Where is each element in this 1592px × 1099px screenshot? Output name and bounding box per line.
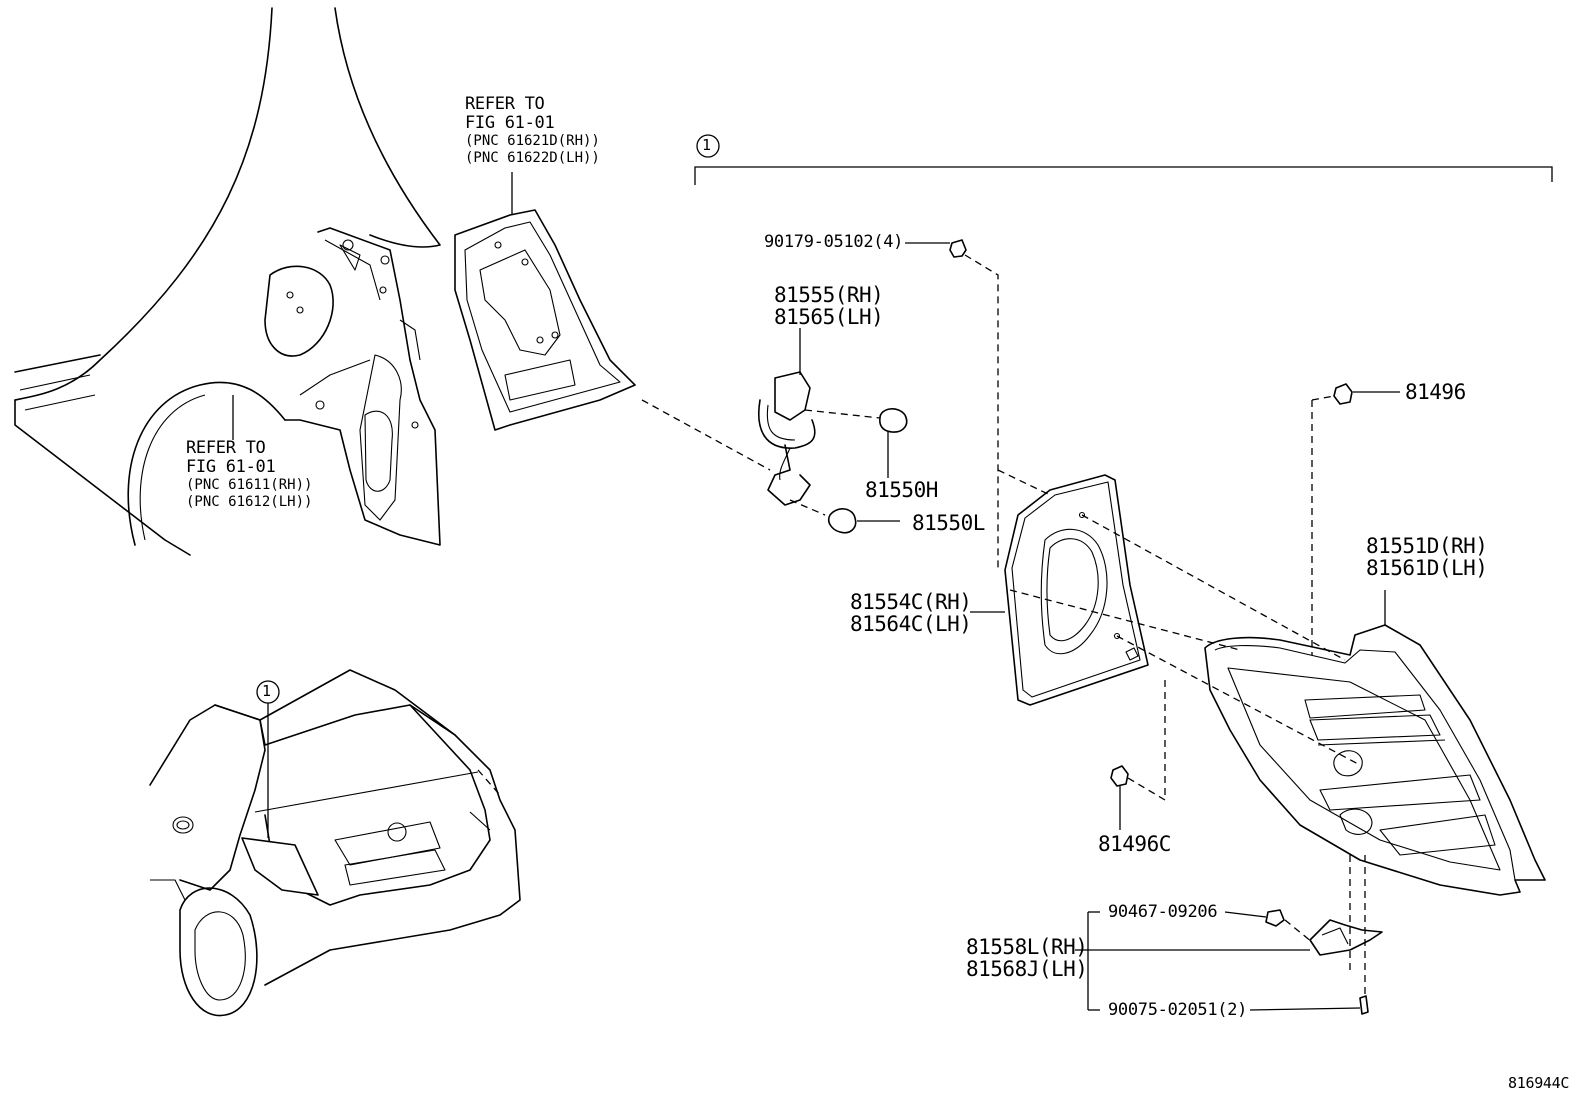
tail-lamp-81551D bbox=[1204, 590, 1546, 896]
assembly-dashed-lines bbox=[641, 254, 1366, 995]
clip-81496 bbox=[1333, 383, 1400, 405]
refer-upper-line3: (PNC 61621D(RH)) bbox=[465, 133, 600, 149]
socket-wire-assembly bbox=[758, 328, 816, 506]
refer-upper-line4: (PNC 61622D(LH)) bbox=[465, 150, 600, 166]
part-90467: 90467-09206 bbox=[1108, 902, 1218, 922]
part-90075: 90075-02051(2) bbox=[1108, 1000, 1248, 1020]
refer-lower-line3: (PNC 61611(RH)) bbox=[186, 477, 313, 493]
part-81565: 81565(LH) bbox=[774, 305, 884, 329]
callout-marker-top: 1 bbox=[702, 136, 711, 154]
part-81568J: 81568J(LH) bbox=[966, 957, 1088, 981]
part-81555: 81555(RH) bbox=[774, 283, 884, 307]
part-81551D: 81551D(RH) bbox=[1366, 534, 1488, 558]
part-90179: 90179-05102(4) bbox=[764, 232, 904, 252]
quarter-panel-illustration bbox=[14, 7, 441, 556]
refer-upper-line1: REFER TO bbox=[465, 94, 545, 114]
callout-marker-vehicle: 1 bbox=[262, 682, 271, 700]
part-81550L: 81550L bbox=[912, 511, 985, 535]
bulb-81550H bbox=[879, 408, 908, 478]
clip-81496C bbox=[1110, 765, 1129, 830]
bulb-81550L bbox=[827, 508, 900, 534]
inner-panel-illustration bbox=[454, 209, 636, 431]
illustration-id: 816944C bbox=[1508, 1074, 1570, 1092]
gasket-81554C bbox=[970, 474, 1149, 706]
refer-upper-line2: FIG 61-01 bbox=[465, 113, 555, 133]
assembly-bracket bbox=[256, 134, 1553, 838]
refer-lower-line1: REFER TO bbox=[186, 438, 266, 458]
part-81558L: 81558L(RH) bbox=[966, 935, 1088, 959]
refer-lower-line2: FIG 61-01 bbox=[186, 457, 276, 477]
refer-lower-line4: (PNC 61612(LH)) bbox=[186, 494, 313, 510]
bracket-81558L bbox=[1265, 909, 1383, 1015]
part-81496: 81496 bbox=[1405, 380, 1466, 404]
leader-group-81558L bbox=[1075, 911, 1361, 1011]
part-81554C: 81554C(RH) bbox=[850, 590, 972, 614]
part-81550H: 81550H bbox=[865, 478, 938, 502]
part-81496C: 81496C bbox=[1098, 832, 1171, 856]
part-81564C: 81564C(LH) bbox=[850, 612, 972, 636]
part-81561D: 81561D(LH) bbox=[1366, 556, 1488, 580]
screw-90179 bbox=[905, 239, 967, 258]
vehicle-rear-illustration bbox=[149, 669, 521, 1017]
